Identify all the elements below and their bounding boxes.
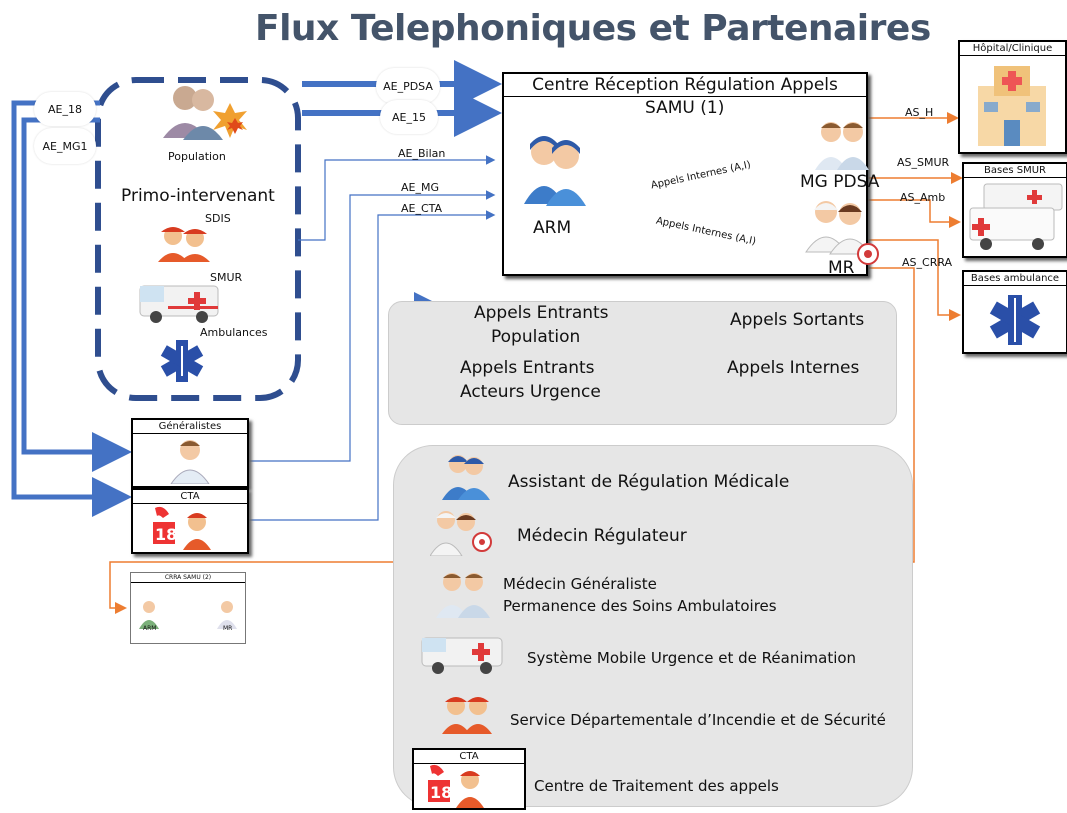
glossary-mr: Médecin Régulateur: [517, 526, 687, 546]
label-ae-bilan: AE_Bilan: [398, 147, 446, 160]
smur-glossary-icon: [421, 637, 503, 674]
hospital-icon: [978, 66, 1046, 146]
box-hopital: Hôpital/Clinique: [958, 40, 1067, 154]
glossary-cta-box: CTA 18: [412, 748, 526, 810]
cta-18-icon: 18: [428, 764, 484, 808]
center-box: Centre Réception Régulation Appels: [502, 72, 868, 276]
box-cta-header: CTA: [133, 490, 247, 504]
label-as-amb: AS_Amb: [900, 191, 946, 204]
ambulance-icon: [139, 285, 219, 323]
cloud-ae-pdsa: AE_PDSA: [376, 68, 440, 104]
flow-ae-bilan: [298, 155, 496, 241]
label-ae-cta: AE_CTA: [401, 202, 443, 215]
label-mg-pdsa: MG PDSA: [800, 172, 880, 192]
mg-glossary-icon: [436, 573, 490, 618]
label-as-h: AS_H: [905, 106, 934, 119]
box-crra2-header: CRRA SAMU (2): [131, 573, 245, 583]
legend-in-pop-2: Population: [491, 327, 581, 347]
label-ambulances: Ambulances: [200, 326, 268, 339]
center-header: Centre Réception Régulation Appels: [504, 74, 866, 97]
crra2-operators-icon: [139, 601, 237, 629]
box-bases-smur: Bases SMUR: [962, 162, 1067, 258]
label-as-smur: AS_SMUR: [897, 156, 950, 169]
crra2-arm-label: ARM: [143, 625, 157, 632]
population-icon: [163, 86, 247, 140]
center-subtitle: SAMU (1): [645, 98, 725, 118]
star-of-life-icon: [160, 340, 204, 382]
cloud-ae-18: AE_18: [34, 92, 96, 126]
box-generalistes: Généralistes: [131, 418, 249, 488]
legend-out: Appels Sortants: [730, 310, 865, 330]
flow-ae-mg1: [21, 117, 132, 472]
flow-ae-cta: [248, 210, 496, 521]
glossary-box: [393, 445, 913, 807]
star-of-life-icon: [989, 295, 1041, 345]
glossary-cta: Centre de Traitement des appels: [534, 777, 779, 795]
legend-in-act-1: Appels Entrants: [460, 358, 595, 378]
box-bases-smur-header: Bases SMUR: [964, 164, 1066, 178]
doctor-icon: [170, 440, 210, 485]
glossary-smur: Système Mobile Urgence et de Réanimation: [527, 649, 857, 667]
label-primo-intervenant: Primo-intervenant: [121, 186, 275, 206]
glossary-cta-header: CTA: [414, 750, 524, 764]
cloud-ae-15: AE_15: [380, 100, 438, 134]
label-mr: MR: [828, 258, 855, 278]
glossary-mg-1: Médecin Généraliste: [503, 575, 657, 593]
svg-text:18: 18: [155, 525, 177, 544]
box-bases-amb: Bases ambulance: [962, 270, 1067, 354]
legend-in-pop-1: Appels Entrants: [474, 303, 609, 323]
box-crra2: CRRA SAMU (2) ARM MR: [130, 572, 246, 644]
cloud-ae-mg1: AE_MG1: [34, 128, 96, 164]
label-ae-mg: AE_MG: [401, 181, 439, 194]
arm-operators-icon: [524, 136, 586, 206]
mr-glossary-icon: [430, 511, 492, 556]
flow-as-amb: [866, 199, 961, 228]
firefighters-icon: [158, 227, 210, 262]
page-title: Flux Telephoniques et Partenaires: [255, 8, 931, 49]
box-generalistes-header: Généralistes: [133, 420, 247, 434]
glossary-mg-2: Permanence des Soins Ambulatoires: [503, 597, 777, 615]
flow-as-amb2: [866, 239, 961, 321]
box-bases-amb-header: Bases ambulance: [964, 272, 1066, 286]
glossary-arm: Assistant de Régulation Médicale: [508, 472, 790, 492]
glossary-sdis: Service Départementale d’Incendie et de …: [510, 711, 886, 729]
legend-internal: Appels Internes: [727, 358, 860, 378]
legend-box: [388, 301, 897, 425]
mg-pdsa-icon: [815, 122, 869, 170]
label-arm: ARM: [533, 218, 572, 238]
arm-glossary-icon: [442, 455, 490, 500]
label-as-crra: AS_CRRA: [902, 256, 953, 269]
box-cta: CTA 18: [131, 488, 249, 554]
box-hopital-header: Hôpital/Clinique: [960, 42, 1065, 56]
svg-text:18: 18: [430, 783, 452, 802]
crra2-mr-label: MR: [223, 625, 233, 632]
legend-in-act-2: Acteurs Urgence: [460, 382, 601, 402]
cta-18-icon: 18: [153, 506, 211, 550]
flow-ae-mg: [248, 190, 496, 462]
label-smur: SMUR: [210, 271, 243, 284]
ambulances-fleet-icon: [969, 183, 1063, 250]
sdis-glossary-icon: [442, 697, 492, 734]
primo-group-border: [95, 77, 301, 401]
mr-icon: [805, 201, 879, 265]
label-population: Population: [168, 150, 226, 163]
label-sdis: SDIS: [205, 212, 231, 225]
